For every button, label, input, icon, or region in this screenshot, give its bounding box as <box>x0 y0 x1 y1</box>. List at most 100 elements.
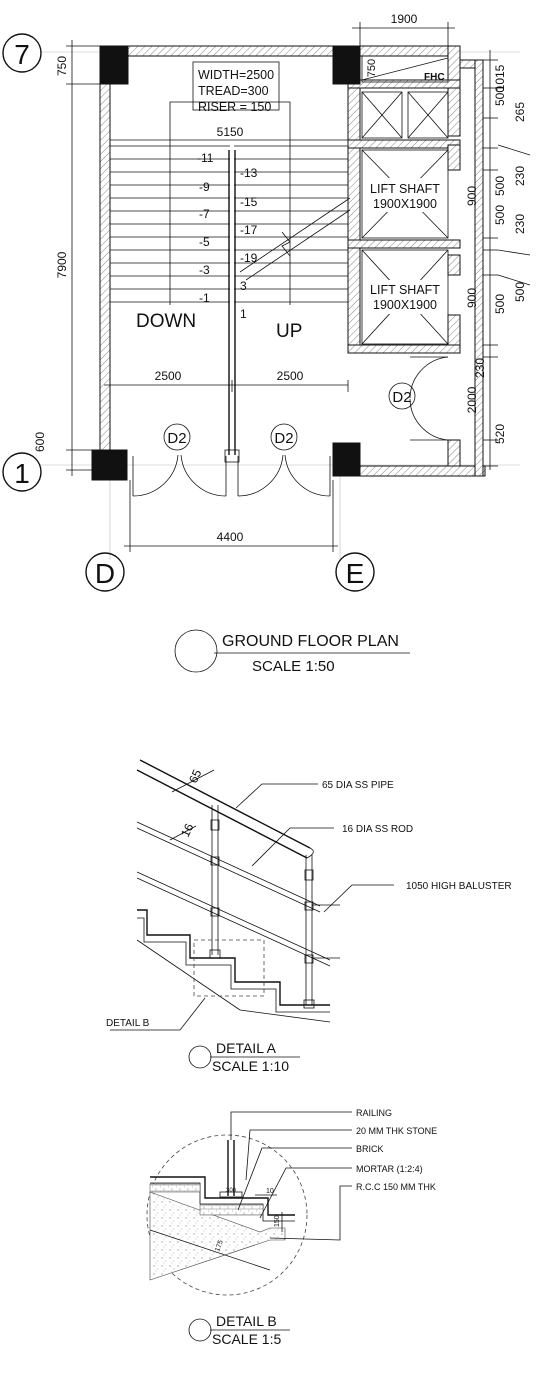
column <box>99 45 129 85</box>
dim-2500-b: 2500 <box>277 369 304 383</box>
note-stone: 20 MM THK STONE <box>356 1126 437 1136</box>
detail-b-dim-10: 10 <box>266 1188 274 1195</box>
bottom-dimensions: 2500 2500 4400 <box>104 369 349 552</box>
dim-1900-text: 1900 <box>391 12 418 26</box>
dim-265: 265 <box>513 102 527 122</box>
dim-500-a: 500 <box>493 86 507 106</box>
plan-scale: SCALE 1:50 <box>252 658 335 675</box>
stair-down-label: DOWN <box>136 311 196 332</box>
grid-bubble-d: D <box>85 552 125 592</box>
grid-bubble-7: 7 <box>2 33 42 73</box>
step-number: -19 <box>240 251 258 265</box>
lift-shaft-1-size: 1900X1900 <box>373 197 437 211</box>
step-number: -11 <box>197 151 214 165</box>
dim-5150-text: 5150 <box>217 125 244 139</box>
dim-2000: 2000 <box>465 386 479 413</box>
left-dimensions: 750 7900 600 <box>33 40 100 476</box>
detail-b-scale: SCALE 1:5 <box>212 1331 281 1347</box>
lift-shaft-2-size: 1900X1900 <box>373 298 437 312</box>
step-number: -5 <box>199 235 210 249</box>
lift-shaft-1-name: LIFT SHAFT <box>370 182 440 196</box>
detail-a: 65 16 65 DIA SS PIPE 16 DIA SS ROD 1050 … <box>106 759 512 1031</box>
fhc-box: FHC 750 <box>361 55 449 83</box>
grid-label-e: E <box>346 558 365 589</box>
lift-shaft-2: LIFT SHAFT 1900X1900 <box>361 249 449 345</box>
dim-230-b: 230 <box>513 214 527 234</box>
step-number: 1 <box>240 307 247 321</box>
column <box>91 449 128 481</box>
detail-b-title: DETAIL B <box>216 1313 277 1329</box>
dim-fhc-750: 750 <box>366 59 378 77</box>
note-pipe: 65 DIA SS PIPE <box>322 780 394 791</box>
dim-500-b: 500 <box>493 176 507 196</box>
dim-500-e: 500 <box>513 282 527 302</box>
plan-title: GROUND FLOOR PLAN <box>222 633 399 650</box>
note-railing: RAILING <box>356 1108 392 1118</box>
stair-numbers: -11 -9 -7 -5 -3 -1 -13 -15 -17 -19 3 1 <box>197 151 258 321</box>
dim-230-a: 230 <box>513 166 527 186</box>
dim-1900: 1900 <box>352 12 455 46</box>
stair-up-label: UP <box>276 321 302 342</box>
plan-title-block: GROUND FLOOR PLAN SCALE 1:50 <box>174 629 410 675</box>
detail-b-dim-150: 150 <box>274 1215 281 1227</box>
dim-1015: 1015 <box>493 64 507 91</box>
dim-500-d: 500 <box>493 294 507 314</box>
step-number: -7 <box>199 207 210 221</box>
detail-a-title-block: DETAIL A SCALE 1:10 <box>188 1040 300 1074</box>
grid-label-d: D <box>95 558 115 589</box>
ducts <box>361 91 449 139</box>
dim-520: 520 <box>493 424 507 444</box>
dim-4400: 4400 <box>217 530 244 544</box>
step-number: -9 <box>199 180 210 194</box>
dim-5150: 5150 <box>110 125 348 141</box>
door-c-label: D2 <box>392 389 411 406</box>
stair-center-railing <box>224 150 240 463</box>
stair-info: WIDTH=2500 TREAD=300 RISER = 150 <box>192 61 280 114</box>
note-rod: 16 DIA SS ROD <box>342 824 413 835</box>
walls <box>99 45 486 477</box>
note-rcc: R.C.C 150 MM THK <box>356 1182 436 1192</box>
detail-a-dim-16: 16 <box>178 821 196 839</box>
detail-b-dim-300: 300 <box>226 1188 237 1194</box>
stair-width-text: WIDTH=2500 <box>198 68 274 82</box>
grid-label-7: 7 <box>14 39 30 70</box>
lift-shaft-2-name: LIFT SHAFT <box>370 283 440 297</box>
door-c: D2 <box>388 356 449 441</box>
step-number: -13 <box>240 166 258 180</box>
step-number: -1 <box>199 291 210 305</box>
lift-shaft-1: LIFT SHAFT 1900X1900 <box>361 149 449 239</box>
dim-500-c: 500 <box>493 205 507 225</box>
note-baluster: 1050 HIGH BALUSTER <box>406 881 512 892</box>
step-number: 3 <box>240 279 247 293</box>
step-number: -15 <box>240 195 258 209</box>
column <box>332 442 361 477</box>
door-a-label: D2 <box>167 430 186 447</box>
right-dimensions: 1015 500 265 500 230 900 500 230 900 500… <box>465 50 531 470</box>
stair-tread-text: TREAD=300 <box>198 84 269 98</box>
step-number: -17 <box>240 223 258 237</box>
fhc-label: FHC <box>424 72 445 83</box>
detail-a-dim-65: 65 <box>186 767 204 785</box>
dim-2500-a: 2500 <box>155 369 182 383</box>
grid-label-1: 1 <box>14 458 30 489</box>
detail-b-title-block: DETAIL B SCALE 1:5 <box>188 1313 290 1347</box>
dim-750-left: 750 <box>55 56 69 76</box>
columns <box>91 45 361 481</box>
dim-7900: 7900 <box>55 251 69 278</box>
dim-900-a: 900 <box>465 186 479 206</box>
grid-bubble-e: E <box>335 552 375 592</box>
note-mortar: MORTAR (1:2:4) <box>356 1164 423 1174</box>
walk-lines <box>169 101 351 305</box>
note-detail-b: DETAIL B <box>106 1018 150 1029</box>
grid-bubble-1: 1 <box>2 452 42 492</box>
dim-600: 600 <box>33 432 47 452</box>
note-brick: BRICK <box>356 1144 384 1154</box>
stair-riser-text: RISER = 150 <box>198 100 271 114</box>
dim-230-c: 230 <box>473 358 487 378</box>
detail-a-title: DETAIL A <box>216 1040 277 1056</box>
detail-b: 300 10 150 175 RAILING 20 MM THK STONE B… <box>146 1108 437 1296</box>
column <box>332 45 361 85</box>
door-a: D2 <box>132 423 227 497</box>
dim-900-b: 900 <box>465 288 479 308</box>
